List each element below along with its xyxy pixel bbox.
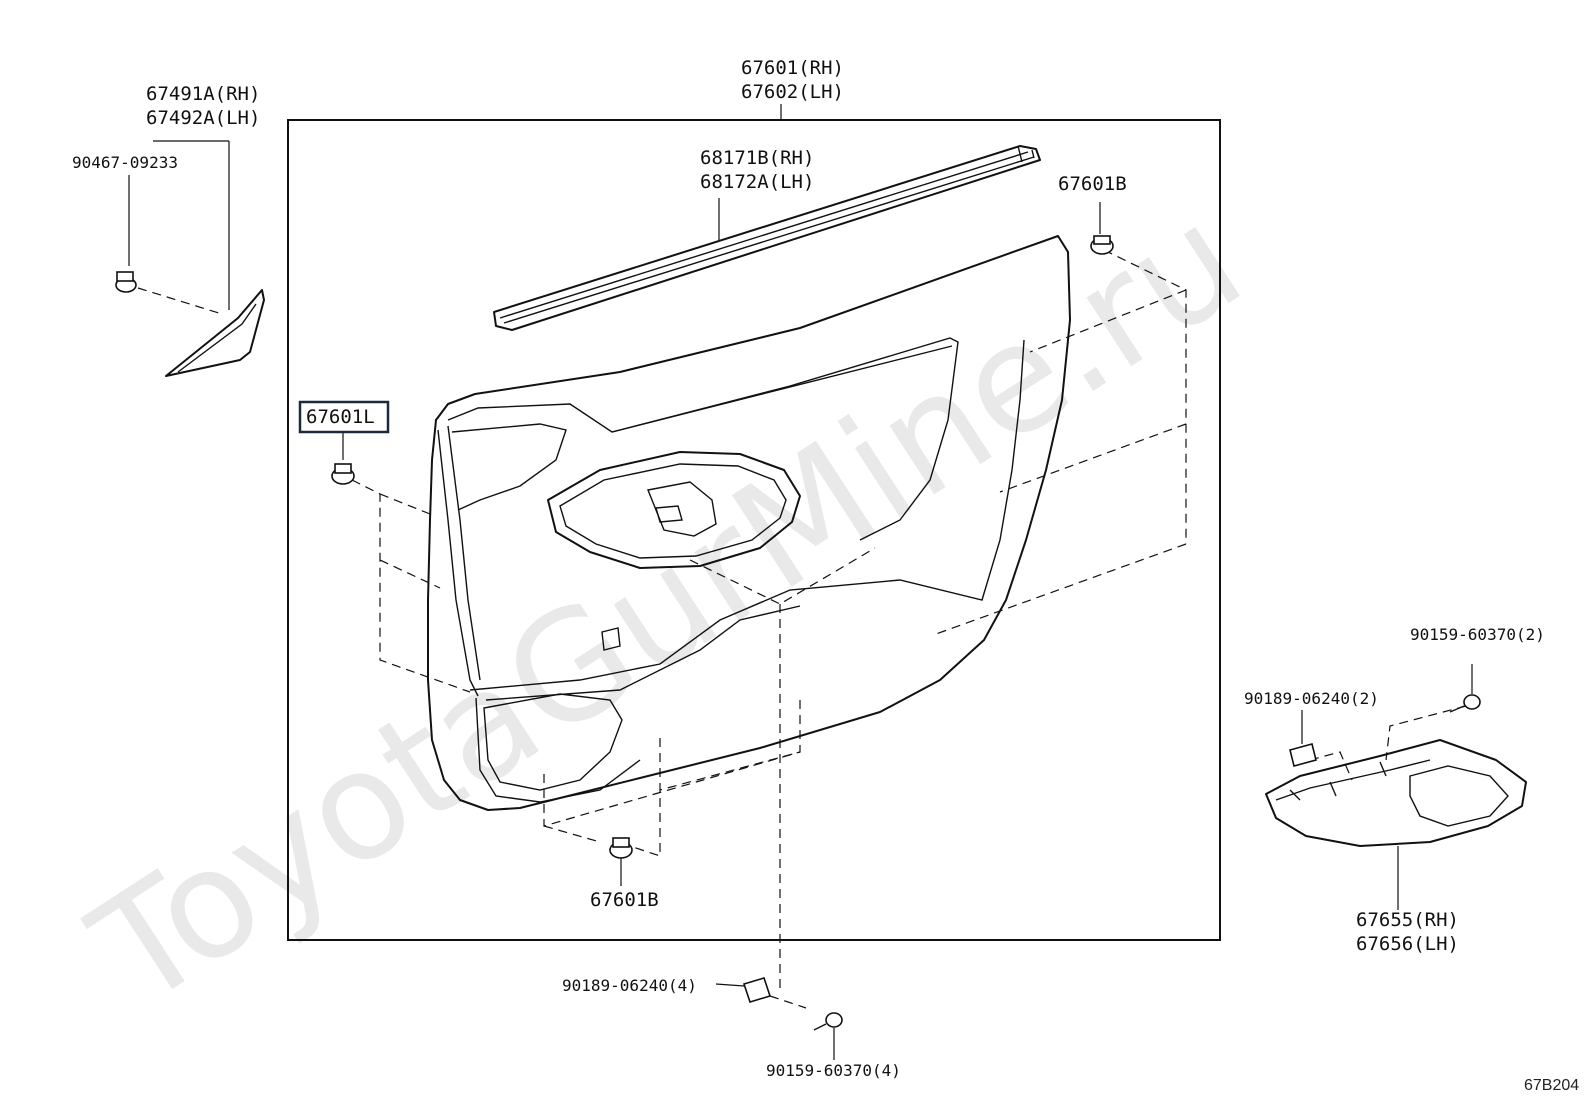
label-68171b-rh[interactable]: 68171B(RH) xyxy=(700,147,814,169)
label-67601l[interactable]: 67601L xyxy=(306,406,375,428)
label-90159-60370-4[interactable]: 90159-60370(4) xyxy=(766,1061,901,1080)
label-90159-60370-2[interactable]: 90159-60370(2) xyxy=(1410,625,1545,644)
highlight-box xyxy=(298,400,390,434)
clip-top-right[interactable] xyxy=(1090,202,1114,255)
label-90189-06240-2[interactable]: 90189-06240(2) xyxy=(1244,689,1379,708)
label-67601b-top[interactable]: 67601B xyxy=(1058,173,1127,195)
mirror-garnish[interactable] xyxy=(115,140,265,377)
label-67491a-rh[interactable]: 67491A(RH) xyxy=(146,83,260,105)
watermark: ToyotaGurMine.ru xyxy=(64,173,1271,1041)
label-67656-lh[interactable]: 67656(LH) xyxy=(1356,933,1459,955)
label-90467-09233[interactable]: 90467-09233 xyxy=(72,153,178,172)
label-90189-06240-4[interactable]: 90189-06240(4) xyxy=(562,976,697,995)
clip-bottom[interactable] xyxy=(609,837,633,886)
label-67601-rh[interactable]: 67601(RH) xyxy=(741,57,844,79)
label-68172a-lh[interactable]: 68172A(LH) xyxy=(700,171,814,193)
figure-id: 67B204 xyxy=(1524,1077,1579,1094)
weatherstrip[interactable] xyxy=(493,145,1041,331)
door-trim-panel[interactable] xyxy=(427,235,1071,811)
label-67492a-lh[interactable]: 67492A(LH) xyxy=(146,107,260,129)
assembly-frame xyxy=(287,119,1221,941)
label-67655-rh[interactable]: 67655(RH) xyxy=(1356,909,1459,931)
label-67602-lh[interactable]: 67602(LH) xyxy=(741,81,844,103)
label-67601b-bottom[interactable]: 67601B xyxy=(590,889,659,911)
armrest-base[interactable] xyxy=(1265,664,1527,910)
bottom-fasteners[interactable] xyxy=(715,977,843,1060)
fastener-guides xyxy=(351,249,1187,990)
clip-left[interactable] xyxy=(331,426,355,485)
